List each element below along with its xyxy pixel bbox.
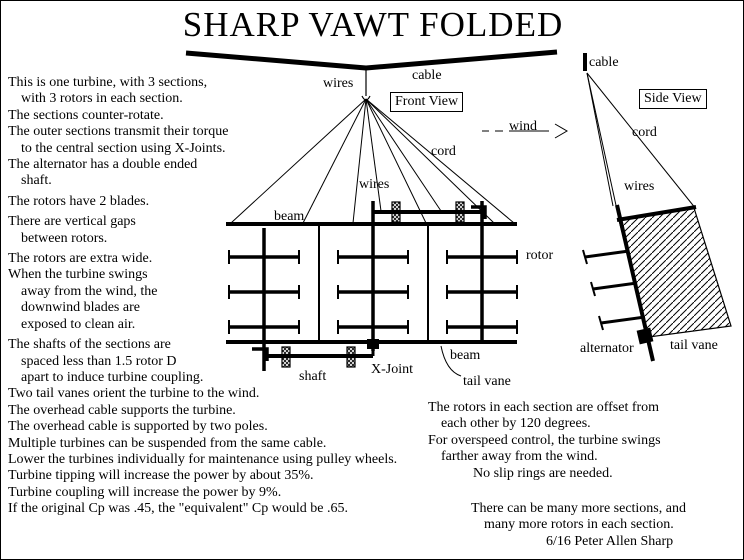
wind-arrow <box>482 123 568 139</box>
note-line: Turbine coupling will increase the power… <box>8 484 282 500</box>
note-line: The sections counter-rotate. <box>8 107 164 123</box>
note-line: between rotors. <box>21 230 108 246</box>
note-line: When the turbine swings <box>8 267 148 283</box>
x-joint-label: X-Joint <box>371 362 413 377</box>
note-line: The shafts of the sections are <box>8 337 171 353</box>
note-line: with 3 rotors in each section. <box>21 91 183 107</box>
wires-side-label: wires <box>624 179 655 194</box>
front-tail-vanes <box>252 205 487 361</box>
cable-side-label: cable <box>589 55 619 70</box>
beam-top-label: beam <box>274 209 305 224</box>
notes-bottom: There can be many more sections, and man… <box>471 501 686 550</box>
alternator-label: alternator <box>580 341 634 356</box>
shaft-label: shaft <box>299 369 327 384</box>
note-line: farther away from the wind. <box>441 449 598 465</box>
tail-vane-front-label: tail vane <box>463 374 511 389</box>
note-line: spaced less than 1.5 rotor D <box>21 353 177 369</box>
front-alternator <box>367 339 379 349</box>
cable-top-label: cable <box>412 68 442 83</box>
note-line: Two tail vanes orient the turbine to the… <box>8 386 260 402</box>
note-line: There can be many more sections, and <box>471 501 686 516</box>
note-line: The outer sections transmit their torque <box>8 124 229 140</box>
note-line: The alternator has a double ended <box>8 157 198 173</box>
author-credit: 6/16 Peter Allen Sharp <box>546 533 674 549</box>
note-line: away from the wind, the <box>21 283 158 299</box>
note-line: each other by 120 degrees. <box>441 416 591 432</box>
tail-vane-side-label: tail vane <box>670 338 718 353</box>
wind-label: wind <box>509 119 537 134</box>
side-alternator <box>636 327 654 345</box>
tail-vane-leader <box>440 345 462 377</box>
note-line: The overhead cable is supported by two p… <box>8 419 268 435</box>
notes-left: This is one turbine, with 3 sections, wi… <box>8 75 397 518</box>
note-line: There are vertical gaps <box>8 214 136 230</box>
rotor-blades <box>228 250 518 334</box>
note-line: many more rotors in each section. <box>484 517 674 533</box>
note-line: Turbine tipping will increase the power … <box>8 468 314 484</box>
note-line: downwind blades are <box>21 300 140 316</box>
wires-front-label: wires <box>359 177 390 192</box>
side-cords <box>586 72 697 220</box>
note-line: The rotors are extra wide. <box>8 251 153 267</box>
x-joints <box>281 201 465 368</box>
note-line: If the original Cp was .45, the "equival… <box>8 501 348 517</box>
side-rotor-blades <box>582 249 646 331</box>
cord-side-label: cord <box>632 125 657 140</box>
note-line: Lower the turbines individually for main… <box>8 451 398 467</box>
beam-bottom-label: beam <box>450 348 481 363</box>
note-line: to the central section using X-Joints. <box>21 140 226 156</box>
side-beam <box>616 205 697 222</box>
note-line: For overspeed control, the turbine swing… <box>428 432 661 448</box>
note-line: Multiple turbines can be suspended from … <box>8 435 327 451</box>
note-line: exposed to clean air. <box>21 316 136 332</box>
front-suspension-cords <box>230 98 515 224</box>
rotor-label: rotor <box>526 248 554 263</box>
note-line: The rotors have 2 blades. <box>8 193 150 209</box>
note-line: No slip rings are needed. <box>473 465 613 481</box>
diagram-title: SHARP VAWT FOLDED <box>182 5 564 44</box>
wires-top-label: wires <box>323 76 354 91</box>
note-line: apart to induce turbine coupling. <box>21 369 204 385</box>
front-view-label: Front View <box>390 92 464 112</box>
note-line: The rotors in each section are offset fr… <box>428 400 660 415</box>
cord-front-label: cord <box>431 144 456 159</box>
notes-right: The rotors in each section are offset fr… <box>428 400 661 482</box>
side-view-label: Side View <box>639 89 707 109</box>
overhead-cable <box>185 49 558 71</box>
note-line: shaft. <box>21 173 52 189</box>
note-line: The overhead cable supports the turbine. <box>8 402 236 418</box>
note-line: This is one turbine, with 3 sections, <box>8 75 208 90</box>
